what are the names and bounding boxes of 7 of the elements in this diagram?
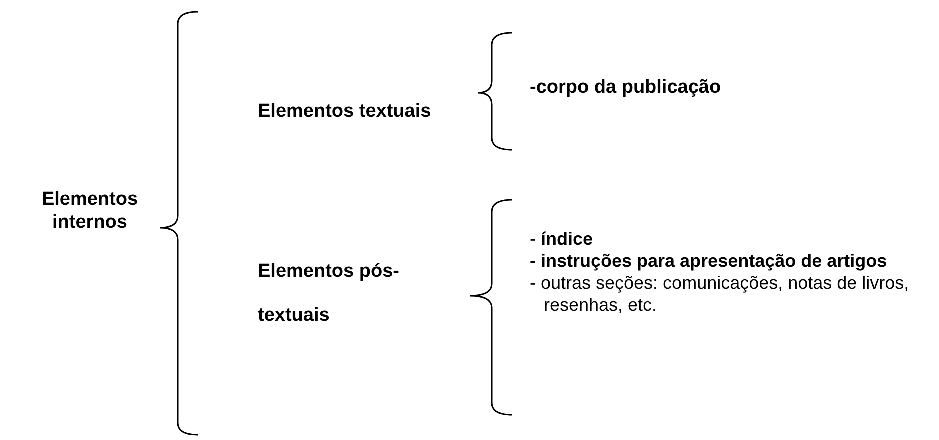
list-item: - instruções para apresentação de artigos xyxy=(530,250,888,272)
list-item: - outras seções: comunicações, notas de livros, resenhas, etc. xyxy=(530,272,910,316)
node-label: Elementos pós-textuais xyxy=(258,250,418,338)
node-label: Elementos internos xyxy=(20,188,160,234)
list-item: - índice xyxy=(530,228,594,250)
node-label: Elementos textuais xyxy=(258,100,488,123)
node-label: -corpo da publicação xyxy=(530,74,730,101)
